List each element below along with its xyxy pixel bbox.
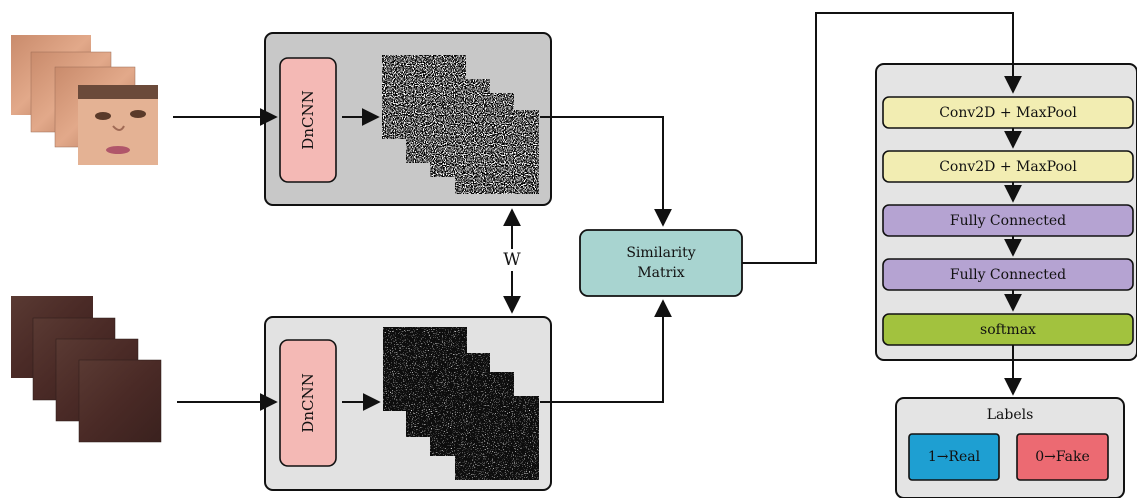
w-label-backing [500, 249, 524, 271]
classifier-layer-5: softmax [980, 321, 1036, 338]
labels-title: Labels [986, 407, 1034, 423]
top-dncnn-block [279, 57, 337, 183]
classifier-layer-2-box [882, 150, 1134, 183]
classifier-layer-1: Conv2D + MaxPool [939, 104, 1077, 121]
similarity-line-1: Similarity [626, 245, 696, 261]
bottom-noise-map-4 [455, 396, 539, 480]
connector-arrows [173, 12, 1022, 411]
shared-weights-label: W [503, 250, 521, 270]
top-noise-maps [382, 55, 539, 194]
arrow-similarity-to-classifier [742, 12, 1022, 264]
bottom-dncnn-label: DnCNN [299, 373, 317, 433]
top-dncnn-label: DnCNN [299, 90, 317, 150]
classifier-layer-3: Fully Connected [949, 212, 1067, 229]
classifier-layer-2: Conv2D + MaxPool [939, 158, 1077, 175]
classifier-layer-1-box [882, 96, 1134, 129]
similarity-line-2: Matrix [637, 265, 685, 281]
classifier-layer-5-box [882, 313, 1134, 346]
arrow-top-to-similarity [540, 116, 672, 227]
top-input-frames [11, 35, 158, 165]
classifier-layer-3-box [882, 204, 1134, 237]
top-noise-map-4 [455, 110, 539, 194]
bottom-dncnn-block [279, 339, 337, 467]
face-frame-4 [78, 85, 158, 165]
real-label: 1→Real [927, 449, 981, 465]
arrow-bottom-to-similarity [540, 299, 672, 403]
classifier-layer-4-box [882, 258, 1134, 291]
dark-frame-4 [78, 359, 162, 443]
bottom-input-frames [11, 296, 162, 443]
real-label-box [908, 433, 1000, 481]
fake-label-box [1016, 433, 1109, 481]
similarity-matrix-label: Similarity Matrix [580, 230, 742, 296]
classifier-layer-4: Fully Connected [949, 266, 1067, 283]
fake-label: 0→Fake [1035, 449, 1090, 465]
bottom-noise-maps [383, 327, 539, 480]
